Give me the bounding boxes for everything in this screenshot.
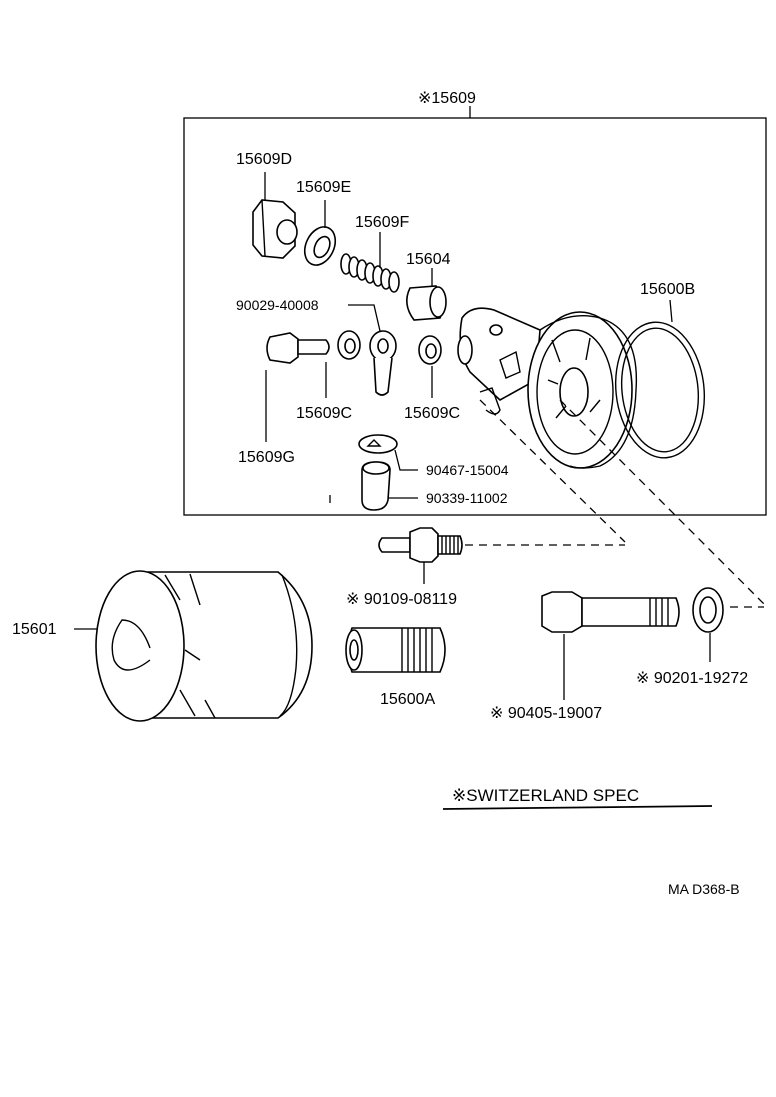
label-90339-11002: 90339-11002 <box>426 490 508 506</box>
part-15609C-washer-right <box>418 335 442 398</box>
part-90405-bolt <box>541 591 680 700</box>
label-15604: 15604 <box>406 251 451 268</box>
label-15600A: 15600A <box>380 691 435 708</box>
legend-switzerland-spec: ※SWITZERLAND SPEC <box>452 786 639 805</box>
part-15604-valve <box>406 268 447 321</box>
label-90467-15004: 90467-15004 <box>426 462 509 478</box>
label-15601: 15601 <box>12 621 57 638</box>
part-15609D-cap <box>252 172 298 259</box>
part-15609G-bolt <box>265 332 330 442</box>
label-15600B: 15600B <box>640 281 695 298</box>
part-filter-bracket <box>457 307 638 469</box>
part-90339-hose <box>361 461 418 511</box>
part-15600A-pipe <box>345 627 446 673</box>
part-15609F-spring <box>340 232 400 293</box>
label-15609D: 15609D <box>236 151 292 168</box>
label-15609G: 15609G <box>238 449 295 466</box>
label-90109-08119: ※ 90109-08119 <box>346 591 457 608</box>
part-90467-clip <box>358 434 418 471</box>
label-15609E: 15609E <box>296 179 351 196</box>
part-15600B-gasket <box>614 299 706 459</box>
part-15609C-washer-left <box>325 330 361 398</box>
footer-code: MA D368-B <box>668 881 740 897</box>
label-90405-19007: ※ 90405-19007 <box>490 705 602 722</box>
alignment-lines <box>329 399 766 608</box>
part-15609E-washer <box>303 200 337 266</box>
legend-underline <box>442 805 713 810</box>
part-90201-washer <box>692 587 724 662</box>
part-15601-oil-filter <box>74 570 313 722</box>
label-15609C-right: 15609C <box>404 405 460 422</box>
part-90029-union <box>348 304 397 396</box>
label-90201-19272: ※ 90201-19272 <box>636 670 748 687</box>
label-90029-40008: 90029-40008 <box>236 297 319 313</box>
assembly-frame <box>183 106 767 516</box>
label-15609C-left: 15609C <box>296 405 352 422</box>
part-90109-stud <box>378 527 463 584</box>
label-assembly-15609: ※15609 <box>418 90 476 107</box>
label-15609F: 15609F <box>355 214 409 231</box>
